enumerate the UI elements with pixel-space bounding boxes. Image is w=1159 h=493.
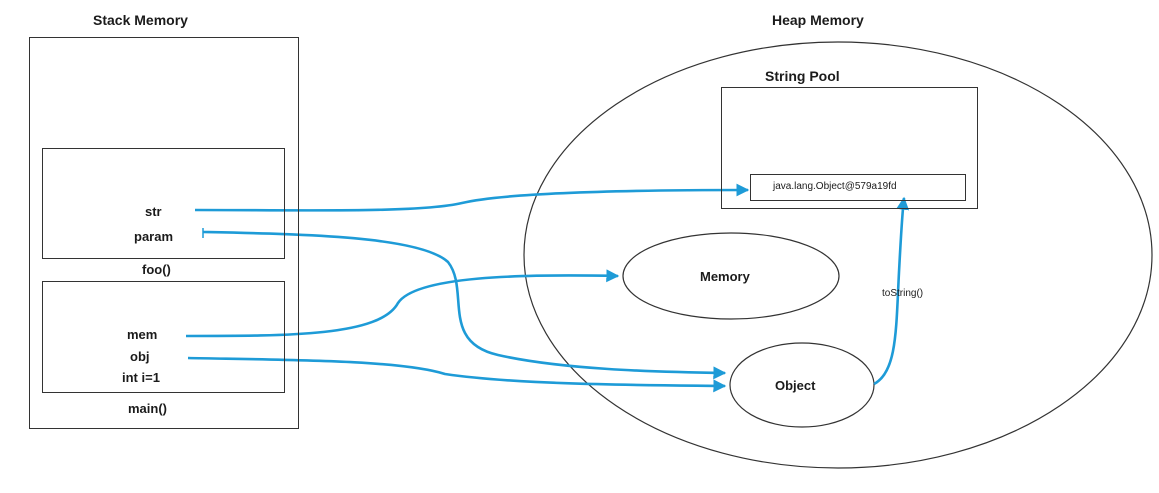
str-to-string-pool-arrow xyxy=(194,183,750,212)
string-pool-title: String Pool xyxy=(765,68,840,84)
object-ellipse xyxy=(729,342,875,428)
stack-memory-region xyxy=(29,37,299,429)
object-label: Object xyxy=(775,378,816,393)
heap-memory-region xyxy=(523,41,1153,469)
main-frame xyxy=(42,281,285,393)
string-pool-entry-box xyxy=(750,174,966,201)
mem-to-memory-arrow xyxy=(185,269,620,338)
string-pool-box xyxy=(721,87,978,209)
memory-object-ellipse xyxy=(622,232,840,320)
frame-foo-label: foo() xyxy=(142,262,171,277)
string-pool-entry: java.lang.Object@579a19fd xyxy=(773,181,897,192)
var-mem: mem xyxy=(127,327,158,342)
var-str: str xyxy=(145,204,162,219)
memory-object-label: Memory xyxy=(700,269,750,284)
foo-frame xyxy=(42,148,285,259)
tostring-label: toString() xyxy=(882,288,924,299)
var-param: param xyxy=(134,229,174,244)
var-int-i: int i=1 xyxy=(122,370,160,385)
frame-main-label: main() xyxy=(128,401,167,416)
param-to-object-arrow xyxy=(202,230,727,380)
stack-memory-title: Stack Memory xyxy=(93,12,188,28)
heap-memory-title: Heap Memory xyxy=(772,12,864,28)
tostring-to-string-pool-arrow xyxy=(873,196,910,386)
var-obj: obj xyxy=(130,349,150,364)
